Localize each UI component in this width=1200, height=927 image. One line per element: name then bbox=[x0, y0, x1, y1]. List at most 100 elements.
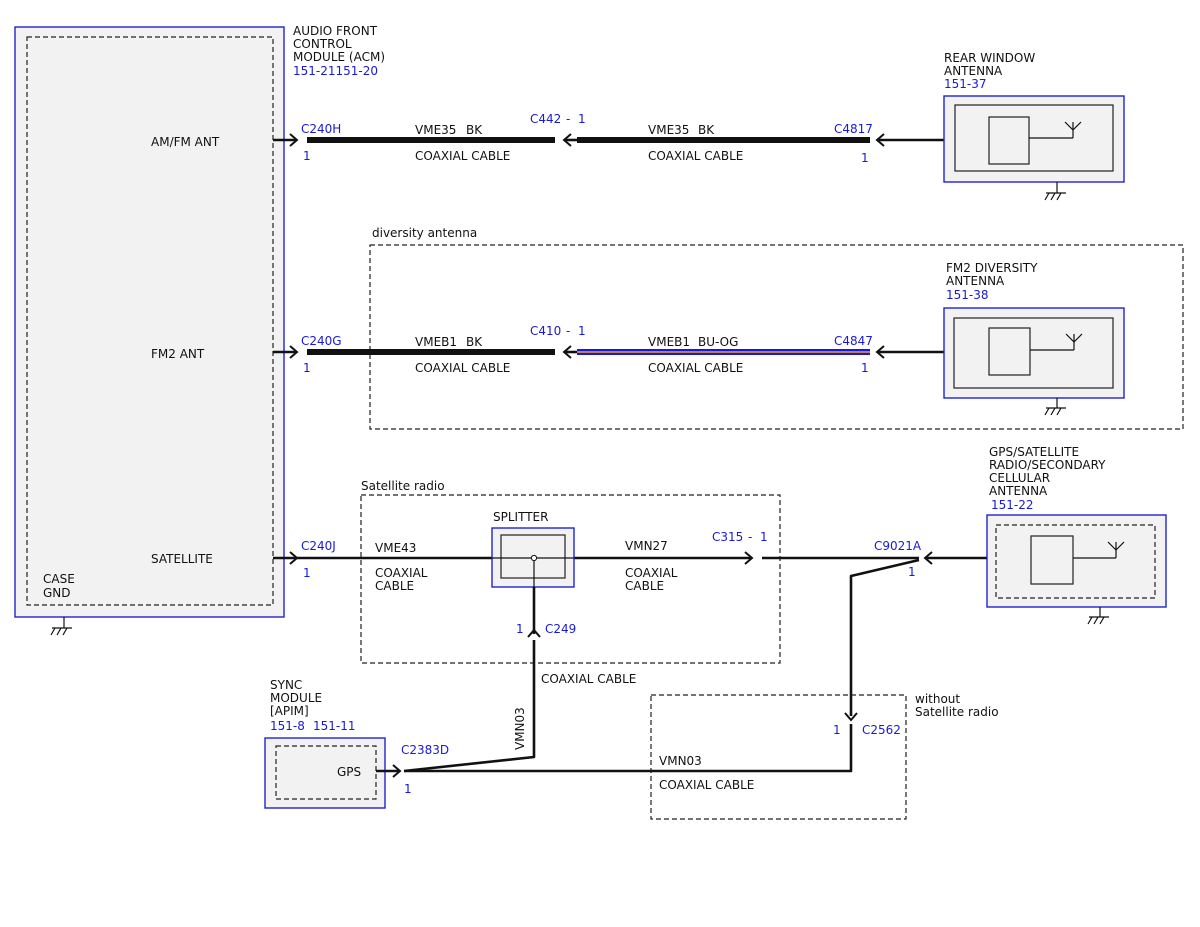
sync-inner-box bbox=[275, 745, 377, 800]
coaxial-cable-label-1: COAXIAL CABLE bbox=[415, 149, 510, 163]
fm2-diversity-antenna bbox=[943, 307, 1125, 416]
connector-c9021a: C9021A bbox=[874, 539, 922, 553]
c2562-terminal-icon bbox=[844, 712, 858, 722]
fm2-antenna-title-line2: ANTENNA bbox=[946, 274, 1005, 288]
wire-bu-og-label: BU-OG bbox=[698, 335, 738, 349]
connector-c410-pin: 1 bbox=[578, 324, 586, 338]
rear-antenna-icon bbox=[1029, 121, 1082, 139]
connector-c240h-pin: 1 bbox=[303, 149, 311, 163]
connector-c315-pin: 1 bbox=[760, 530, 768, 544]
wire-bk-label-1: BK bbox=[466, 123, 483, 137]
satellite-radio-group-label: Satellite radio bbox=[361, 479, 445, 493]
connector-c240g: C240G bbox=[301, 334, 342, 348]
acm-gnd-label: GND bbox=[43, 586, 71, 600]
wire-vmn03-horizontal bbox=[404, 724, 853, 773]
wire-vmn03-label-horizontal: VMN03 bbox=[659, 754, 702, 768]
gps-satellite-antenna bbox=[986, 514, 1167, 625]
sync-module: GPS bbox=[264, 737, 402, 809]
gps-antenna-inner-box bbox=[995, 524, 1156, 599]
coaxial-label-6a: COAXIAL bbox=[625, 566, 678, 580]
acm-ref: 151-21151-20 bbox=[293, 64, 378, 78]
wire-bk-label-2: BK bbox=[698, 123, 715, 137]
sync-ref-1: 151-8 bbox=[270, 719, 305, 733]
fm2-antenna-inner-box bbox=[953, 317, 1114, 389]
connector-c442-dash: - bbox=[566, 112, 570, 126]
connector-c4847: C4847 bbox=[834, 334, 873, 348]
row-fm2: C240G 1 VMEB1 BK COAXIAL CABLE C410 - 1 … bbox=[273, 324, 944, 375]
gps-antenna-icon bbox=[1073, 541, 1125, 559]
c240h-terminal-icon bbox=[289, 133, 299, 147]
coaxial-cable-label-4: COAXIAL CABLE bbox=[648, 361, 743, 375]
connector-c442-pin: 1 bbox=[578, 112, 586, 126]
connector-c240g-pin: 1 bbox=[303, 361, 311, 375]
sync-pin-gps-label: GPS bbox=[337, 765, 361, 779]
fm2-antenna-icon bbox=[1030, 333, 1083, 351]
connector-c240j: C240J bbox=[301, 539, 336, 553]
gps-antenna-title-line3: CELLULAR bbox=[989, 471, 1050, 485]
splitter-node-icon bbox=[530, 554, 538, 562]
gps-antenna-title-line2: RADIO/SECONDARY bbox=[989, 458, 1106, 472]
coaxial-label-5a: COAXIAL bbox=[375, 566, 428, 580]
connector-c2562: C2562 bbox=[862, 723, 901, 737]
wire-c9021a-to-c2562 bbox=[849, 558, 920, 716]
wire-vme35-label-2: VME35 bbox=[648, 123, 689, 137]
connector-c410: C410 bbox=[530, 324, 561, 338]
wire-vmn03-label-vertical: VMN03 bbox=[513, 707, 527, 750]
c2383d-terminal-icon bbox=[392, 764, 402, 778]
coaxial-cable-label-7: COAXIAL CABLE bbox=[541, 672, 636, 686]
acm-case-label: CASE bbox=[43, 572, 75, 586]
c315-terminal-icon bbox=[744, 551, 754, 565]
coaxial-cable-label-8: COAXIAL CABLE bbox=[659, 778, 754, 792]
wire-vmn03-vertical bbox=[403, 640, 536, 773]
c249-terminal-icon bbox=[527, 628, 541, 638]
rear-antenna-title-line2: ANTENNA bbox=[944, 64, 1003, 78]
gps-antenna-ref: 151-22 bbox=[991, 498, 1034, 512]
cable-label-6b: CABLE bbox=[625, 579, 664, 593]
without-satellite-radio-group bbox=[650, 694, 907, 820]
coaxial-cable-label-2: COAXIAL CABLE bbox=[648, 149, 743, 163]
sync-title-line3: [APIM] bbox=[270, 704, 309, 718]
connector-c2383d: C2383D bbox=[401, 743, 449, 757]
connector-c249: C249 bbox=[545, 622, 576, 636]
c240g-terminal-icon bbox=[289, 345, 299, 359]
acm-ground-icon bbox=[50, 617, 72, 636]
connector-c240h: C240H bbox=[301, 122, 341, 136]
wire-vmeb1-label-1: VMEB1 bbox=[415, 335, 457, 349]
acm-pin-amfm-label: AM/FM ANT bbox=[151, 135, 220, 149]
rear-window-antenna bbox=[943, 95, 1125, 201]
acm-title-line1: AUDIO FRONT bbox=[293, 24, 378, 38]
connector-c315-dash: - bbox=[748, 530, 752, 544]
gps-antenna-amp-box bbox=[1030, 535, 1074, 585]
row-satellite: C240J 1 VME43 COAXIAL CABLE VMN27 COAXIA… bbox=[273, 530, 987, 716]
acm-pin-fm2-label: FM2 ANT bbox=[151, 347, 205, 361]
cable-label-5b: CABLE bbox=[375, 579, 414, 593]
gps-antenna-title-line1: GPS/SATELLITE bbox=[989, 445, 1079, 459]
rear-antenna-ref: 151-37 bbox=[944, 77, 987, 91]
without-satellite-label-line2: Satellite radio bbox=[915, 705, 999, 719]
fm2-antenna-ref: 151-38 bbox=[946, 288, 989, 302]
connector-c410-dash: - bbox=[566, 324, 570, 338]
without-satellite-label-line1: without bbox=[915, 692, 960, 706]
connector-c2383d-pin: 1 bbox=[404, 782, 412, 796]
connector-c4817: C4817 bbox=[834, 122, 873, 136]
connector-c249-pin: 1 bbox=[516, 622, 524, 636]
fm2-antenna-amp-box bbox=[988, 327, 1031, 376]
splitter-label: SPLITTER bbox=[493, 510, 548, 524]
rear-antenna-amp-box bbox=[988, 116, 1030, 165]
acm-pin-satellite-label: SATELLITE bbox=[151, 552, 213, 566]
gps-antenna-ground-icon bbox=[1087, 607, 1109, 625]
wire-vme43-label: VME43 bbox=[375, 541, 416, 555]
rear-antenna-ground-icon bbox=[1044, 182, 1066, 201]
satellite-radio-group bbox=[360, 494, 781, 664]
connector-c4817-pin: 1 bbox=[861, 151, 869, 165]
wire-bk-label-3: BK bbox=[466, 335, 483, 349]
wire-vmeb1-label-2: VMEB1 bbox=[648, 335, 690, 349]
row-amfm: C240H 1 VME35 BK COAXIAL CABLE C442 - 1 … bbox=[273, 112, 944, 165]
connector-c315: C315 bbox=[712, 530, 743, 544]
diversity-antenna-group-label: diversity antenna bbox=[372, 226, 477, 240]
splitter bbox=[491, 527, 575, 588]
rear-antenna-title-line1: REAR WINDOW bbox=[944, 51, 1035, 65]
sync-title-line1: SYNC bbox=[270, 678, 302, 692]
connector-c9021a-pin: 1 bbox=[908, 565, 916, 579]
